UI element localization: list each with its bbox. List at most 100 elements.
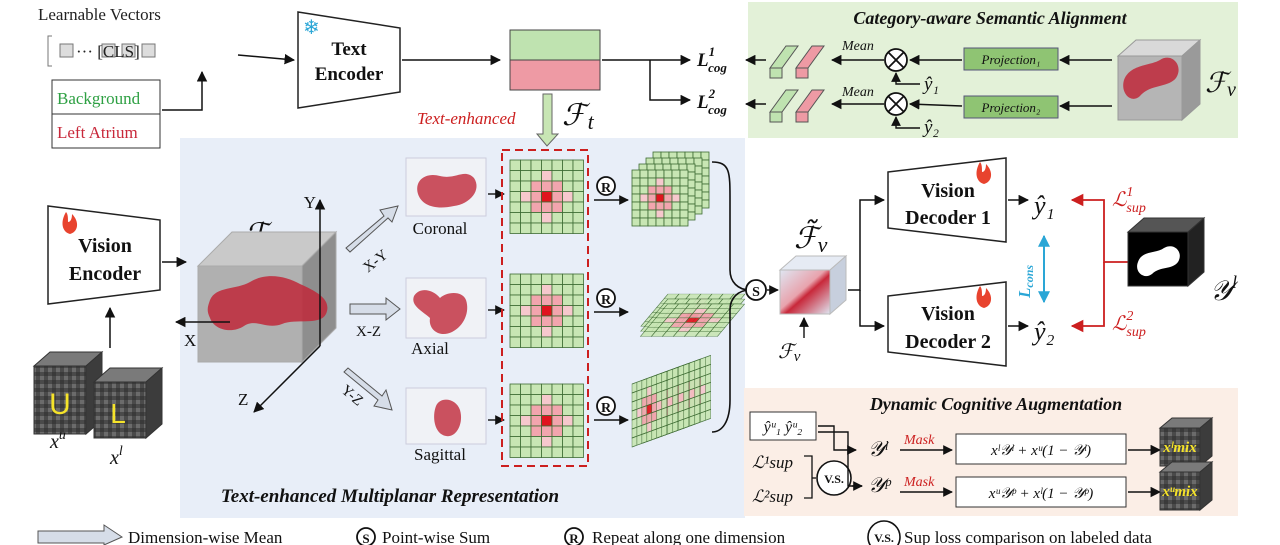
sagittal-grid (509, 383, 584, 458)
y-pair-box (749, 411, 817, 441)
dca-yl: 𝒴ˡ (868, 437, 890, 461)
gt-to-y1-arrow (1070, 193, 1128, 263)
repeat-label-1: R (601, 181, 612, 196)
text-encoder: ❄ Text Encoder (297, 11, 401, 109)
learnable-vectors-label: Learnable Vectors (38, 5, 161, 24)
mask-label-2: Mask (903, 475, 935, 490)
ft-to-lcog2-line (649, 60, 692, 106)
xz-mean-arrow (349, 296, 401, 322)
sagittal-repeated-stack (631, 354, 711, 448)
xy-mean-arrow (345, 205, 399, 253)
text-enhanced-arrow (535, 93, 560, 147)
xz-label: X-Z (356, 324, 381, 340)
mask-label-1: Mask (903, 433, 935, 448)
sum-label: S (752, 285, 760, 300)
input-volume-unlabeled: U (32, 350, 104, 436)
csa-title: Category-aware Semantic Alignment (853, 8, 1127, 28)
yhat1-csa: ŷ₁ (922, 74, 939, 95)
axial-repeated-stack (639, 293, 746, 337)
vs-icon (816, 460, 852, 496)
legend-vs: V.S. (874, 531, 894, 545)
repeat-icon-2 (596, 288, 616, 308)
legend-s: S (362, 531, 369, 545)
vision-encoder: Vision Encoder (47, 205, 161, 305)
fvtilde-to-dec1-arrow (848, 194, 886, 291)
formula-1-box (955, 433, 1127, 465)
classes-to-cls-arrow (162, 70, 208, 111)
fire-icon (976, 162, 992, 184)
cls-to-text-encoder-arrow (237, 53, 296, 65)
gt-to-y2-arrow (1070, 262, 1105, 333)
ypair-to-yl-line (818, 425, 857, 455)
legend-repeat-icon (564, 527, 584, 545)
fv-tilde-cube (778, 254, 848, 316)
axial-grid (509, 273, 584, 348)
repeat-label-3: R (601, 401, 612, 416)
xmix-u-label: xᵘmix (1161, 484, 1198, 500)
legend-point-sum: Point-wise Sum (382, 528, 490, 545)
y1-to-otimes-arrow (891, 72, 920, 85)
projection-1-label: Projection₁ (981, 52, 1041, 67)
stack-layer (639, 303, 746, 337)
repeat-icon-1 (596, 176, 616, 196)
fvtilde-to-dec2-arrow (859, 290, 886, 332)
coronal-grid (509, 159, 584, 234)
yz-mean-arrow (343, 367, 393, 411)
axis-z-line (253, 345, 321, 413)
l-letter: L (110, 398, 126, 429)
fv-cube-csa (1116, 38, 1202, 122)
sum-icon (745, 279, 767, 301)
xmix-l-label: xˡmix (1162, 440, 1197, 456)
vision-encoder-label-2: Encoder (69, 263, 141, 285)
snowflake-icon: ❄ (303, 17, 320, 39)
legend-dim-mean: Dimension-wise Mean (128, 528, 283, 545)
yhat1-dec: ŷ₁ (1031, 191, 1055, 220)
y-pair-label: ŷᵘ₁ ŷᵘ₂ (762, 419, 803, 436)
embedding-pair-2 (769, 89, 825, 123)
xu-label: xu (49, 428, 66, 453)
projection-2-box (963, 95, 1059, 119)
proj2-to-otimes-arrow (908, 99, 963, 110)
bracket (47, 35, 52, 67)
dca-yp: 𝒴ᵖ (868, 473, 891, 497)
mixed-volume-l: xˡmix (1158, 416, 1214, 468)
coronal-slice (405, 157, 487, 217)
axis-z-label: Z (238, 390, 248, 409)
axial-label: Axial (411, 339, 449, 358)
stack-layer (631, 370, 667, 448)
y2-to-otimes-arrow (891, 116, 920, 129)
yhat2-csa: ŷ₂ (922, 117, 939, 138)
vision-decoder-1: Vision Decoder 1 (887, 157, 1007, 243)
background-label: Background (57, 89, 141, 108)
u-letter: U (49, 388, 71, 421)
ft-feature: ℱt (509, 29, 601, 134)
text-encoder-label-1: Text (331, 39, 367, 60)
mean-label-1: Mean (841, 39, 874, 54)
decoder-1-label-2: Decoder 1 (905, 207, 991, 229)
decoder-2-label-1: Vision (921, 303, 975, 325)
sagittal-label: Sagittal (414, 445, 466, 464)
projection-1-box (963, 47, 1059, 71)
repeat-label-2: R (601, 293, 612, 308)
formula-2-box (955, 476, 1127, 508)
axial-slice (405, 277, 487, 339)
fire-icon (62, 212, 78, 234)
coronal-label: Coronal (413, 219, 468, 238)
formula-1: xˡ𝒴ˡ + xᵘ(1 − 𝒴ˡ) (990, 443, 1091, 459)
axis-x-label: X (184, 331, 196, 350)
vs-label: V.S. (824, 472, 844, 486)
lcons-label: Lcons (1015, 265, 1036, 299)
legend-repeat: Repeat along one dimension (592, 528, 786, 545)
text-encoder-label-2: Encoder (315, 64, 384, 85)
legend-vs-text: Sup loss comparison on labeled data (904, 528, 1152, 545)
dca-title: Dynamic Cognitive Augmentation (869, 394, 1122, 414)
legend-sum-icon (356, 527, 376, 545)
projection-2-label: Projection₂ (981, 100, 1041, 115)
vision-decoder-2: Vision Decoder 2 (887, 281, 1007, 367)
sagittal-slice (405, 387, 487, 445)
decoder-1-label-1: Vision (921, 180, 975, 202)
mixed-volume-u: xᵘmix (1158, 460, 1214, 512)
fv-small-symbol: ℱv (778, 341, 801, 365)
